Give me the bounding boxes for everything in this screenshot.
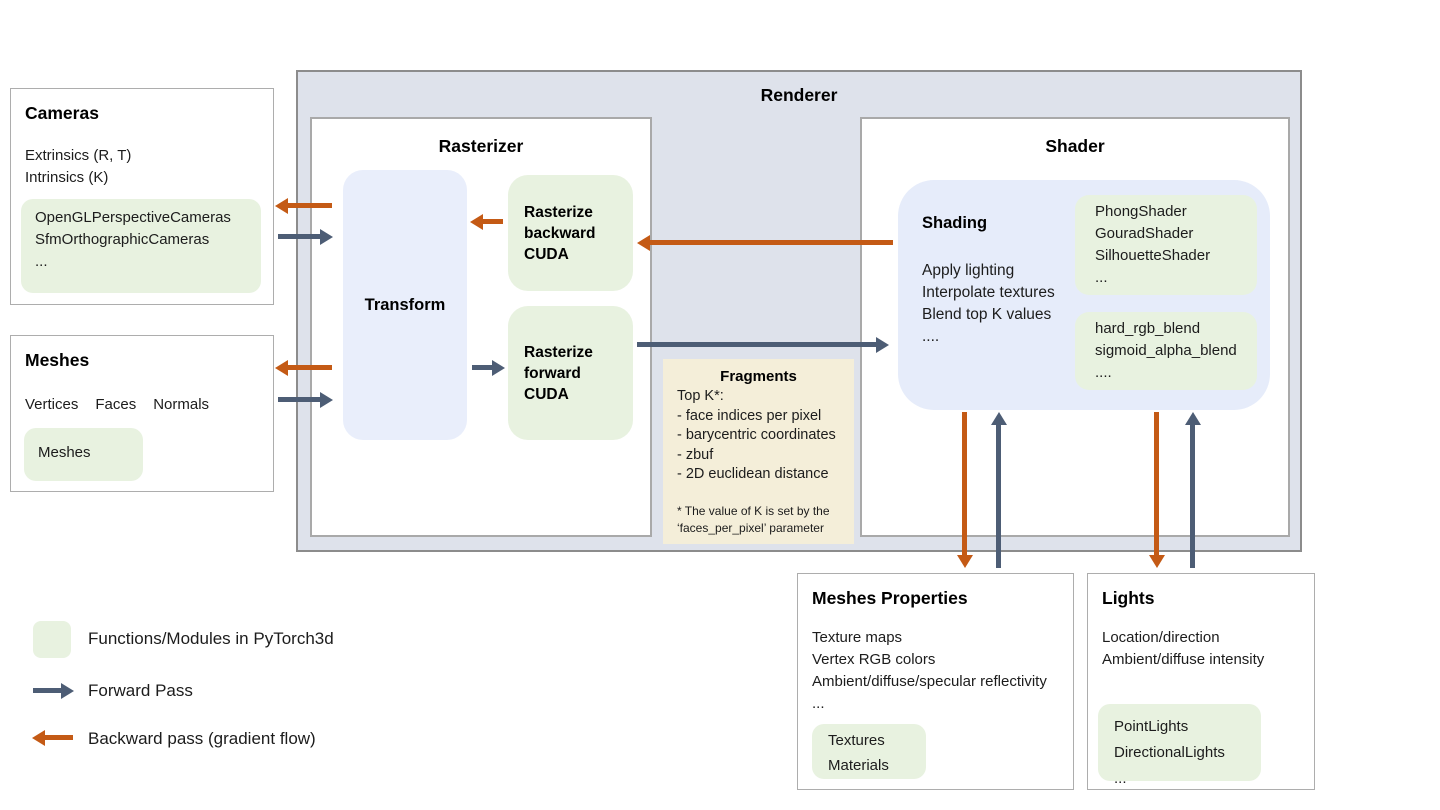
forward-arrow-rasterize-forward-to-shader	[637, 342, 876, 347]
legend-forward-label: Forward Pass	[88, 681, 193, 700]
cameras-modules-box: OpenGLPerspectiveCameras SfmOrthographic…	[21, 199, 261, 293]
meshes-properties-modules-box: Textures Materials	[812, 724, 926, 779]
shading-lines: Apply lighting Interpolate textures Blen…	[922, 262, 1055, 345]
lights-lines: Location/direction Ambient/diffuse inten…	[1102, 629, 1265, 668]
lights-panel: Lights Location/direction Ambient/diffus…	[1087, 573, 1315, 790]
rasterizer-title: Rasterizer	[438, 136, 524, 156]
legend-backward-arrow	[45, 735, 73, 740]
forward-arrow-transform-to-rasterize-forward	[472, 365, 492, 370]
blend-modules-list: hard_rgb_blend sigmoid_alpha_blend ....	[1095, 320, 1237, 381]
meshes-properties-title: Meshes Properties	[812, 588, 968, 608]
fragments-note: Fragments Top K*: - face indices per pix…	[663, 359, 854, 544]
cameras-modules-list: OpenGLPerspectiveCameras SfmOrthographic…	[35, 209, 231, 270]
legend-module-label: Functions/Modules in PyTorch3d	[88, 629, 334, 648]
shader-modules-list: PhongShader GouradShader SilhouetteShade…	[1095, 203, 1211, 286]
legend-backward-label: Backward pass (gradient flow)	[88, 729, 316, 748]
meshes-fields: Vertices Faces Normals	[25, 396, 209, 413]
lights-modules-list: PointLights DirectionalLights ...	[1114, 718, 1225, 787]
meshes-properties-panel: Meshes Properties Texture maps Vertex RG…	[797, 573, 1074, 790]
backward-arrow-rasterize-backward-to-transform	[483, 219, 503, 224]
fragments-lines: Top K*: - face indices per pixel - baryc…	[677, 388, 836, 482]
fragments-footnote: * The value of K is set by the ‘faces_pe…	[677, 504, 830, 535]
legend-forward-arrow	[33, 688, 61, 693]
forward-arrow-meshes-properties-to-shading	[996, 425, 1001, 568]
cameras-title: Cameras	[25, 103, 99, 123]
backward-arrow-renderer-to-meshes	[288, 365, 332, 370]
meshes-title: Meshes	[25, 350, 90, 370]
shader-panel: Shader Shading Apply lighting Interpolat…	[860, 117, 1290, 537]
rasterize-forward-label: Rasterize forward CUDA	[524, 343, 593, 403]
lights-modules-box: PointLights DirectionalLights ...	[1098, 704, 1261, 787]
backward-arrow-shading-to-rasterize-backward	[650, 240, 893, 245]
meshes-panel: Meshes Vertices Faces Normals Meshes	[10, 335, 274, 492]
meshes-modules-list: Meshes	[38, 444, 91, 461]
meshes-properties-modules-list: Textures Materials	[828, 732, 889, 774]
cameras-lines: Extrinsics (R, T) Intrinsics (K)	[25, 147, 132, 186]
rasterizer-panel: Rasterizer Transform Rasterize backward …	[310, 117, 652, 537]
shading-title: Shading	[922, 214, 988, 232]
meshes-properties-lines: Texture maps Vertex RGB colors Ambient/d…	[812, 629, 1047, 712]
shader-title: Shader	[1045, 136, 1105, 156]
blend-modules-box: hard_rgb_blend sigmoid_alpha_blend ....	[1075, 312, 1257, 390]
forward-arrow-cameras-to-transform	[278, 234, 320, 239]
renderer-title: Renderer	[760, 85, 838, 105]
lights-title: Lights	[1102, 588, 1155, 608]
shading-panel: Shading Apply lighting Interpolate textu…	[898, 180, 1270, 410]
fragments-title: Fragments	[720, 368, 797, 385]
shader-modules-box: PhongShader GouradShader SilhouetteShade…	[1075, 195, 1257, 295]
meshes-field-faces: Faces	[95, 396, 137, 413]
backward-arrow-renderer-to-cameras	[288, 203, 332, 208]
rasterize-backward-label: Rasterize backward CUDA	[524, 203, 596, 263]
transform-label: Transform	[364, 296, 446, 314]
meshes-field-vertices: Vertices	[25, 396, 79, 413]
meshes-modules-box: Meshes	[24, 428, 143, 481]
forward-arrow-lights-to-shading	[1190, 425, 1195, 568]
transform-module: Transform	[343, 170, 467, 440]
module-swatch	[33, 621, 71, 658]
backward-arrow-shading-to-meshes-properties	[962, 412, 967, 555]
forward-arrow-meshes-to-transform	[278, 397, 320, 402]
cameras-panel: Cameras Extrinsics (R, T) Intrinsics (K)…	[10, 88, 274, 305]
rasterize-forward-module: Rasterize forward CUDA	[508, 306, 633, 440]
rasterize-backward-module: Rasterize backward CUDA	[508, 175, 633, 291]
backward-arrow-shading-to-lights	[1154, 412, 1159, 555]
meshes-field-normals: Normals	[153, 396, 210, 413]
